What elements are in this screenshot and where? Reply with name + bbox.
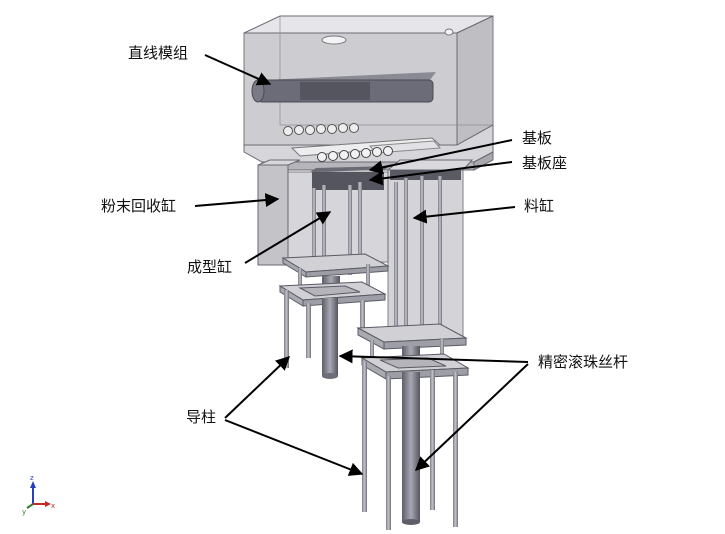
leader-ball-screw-1 [338, 349, 529, 364]
forming-rods [312, 182, 362, 275]
machine-assembly [243, 15, 494, 530]
leader-ball-screw-2 [414, 363, 529, 471]
feed-guide-posts [362, 362, 458, 530]
leader-substrate-seat [368, 161, 513, 186]
feed-plates [356, 323, 470, 380]
triad-x-label: x [51, 502, 55, 510]
feed-rods [394, 176, 442, 338]
leader-forming-cylinder [244, 211, 332, 264]
leader-linear-module [204, 54, 272, 86]
forming-cylinder-body [287, 166, 390, 263]
label-ball-screw: 精密滚珠丝杆 [538, 353, 628, 371]
leader-guide-post-1 [224, 356, 291, 419]
hole-row-platform [317, 146, 393, 162]
triad-z-label: z [30, 474, 34, 482]
leader-guide-post-2 [224, 419, 364, 476]
leader-powder-recovery [194, 193, 280, 208]
hole-row-upper [283, 123, 359, 136]
forming-plates [278, 253, 390, 307]
label-substrate-seat: 基板座 [522, 154, 567, 172]
leader-lines [194, 54, 529, 476]
forming-guide-posts [284, 290, 365, 379]
feed-cylinder-body [386, 159, 474, 341]
leader-feed-cylinder [412, 206, 516, 224]
label-powder-recovery-cylinder: 粉末回收缸 [101, 197, 176, 215]
label-substrate: 基板 [522, 129, 552, 147]
axis-triad: z x y [22, 474, 55, 516]
leader-substrate [368, 139, 513, 175]
labels: 直线模组 基板 基板座 粉末回收缸 料缸 成型缸 精密滚珠丝杆 导柱 [101, 44, 628, 426]
linear-module-bar [251, 72, 436, 103]
label-forming-cylinder: 成型缸 [187, 258, 232, 276]
triad-y-label: y [22, 508, 26, 516]
label-guide-post: 导柱 [186, 408, 216, 426]
label-linear-module: 直线模组 [128, 44, 188, 62]
label-feed-cylinder: 料缸 [524, 197, 554, 215]
powder-recovery-box [257, 159, 301, 266]
